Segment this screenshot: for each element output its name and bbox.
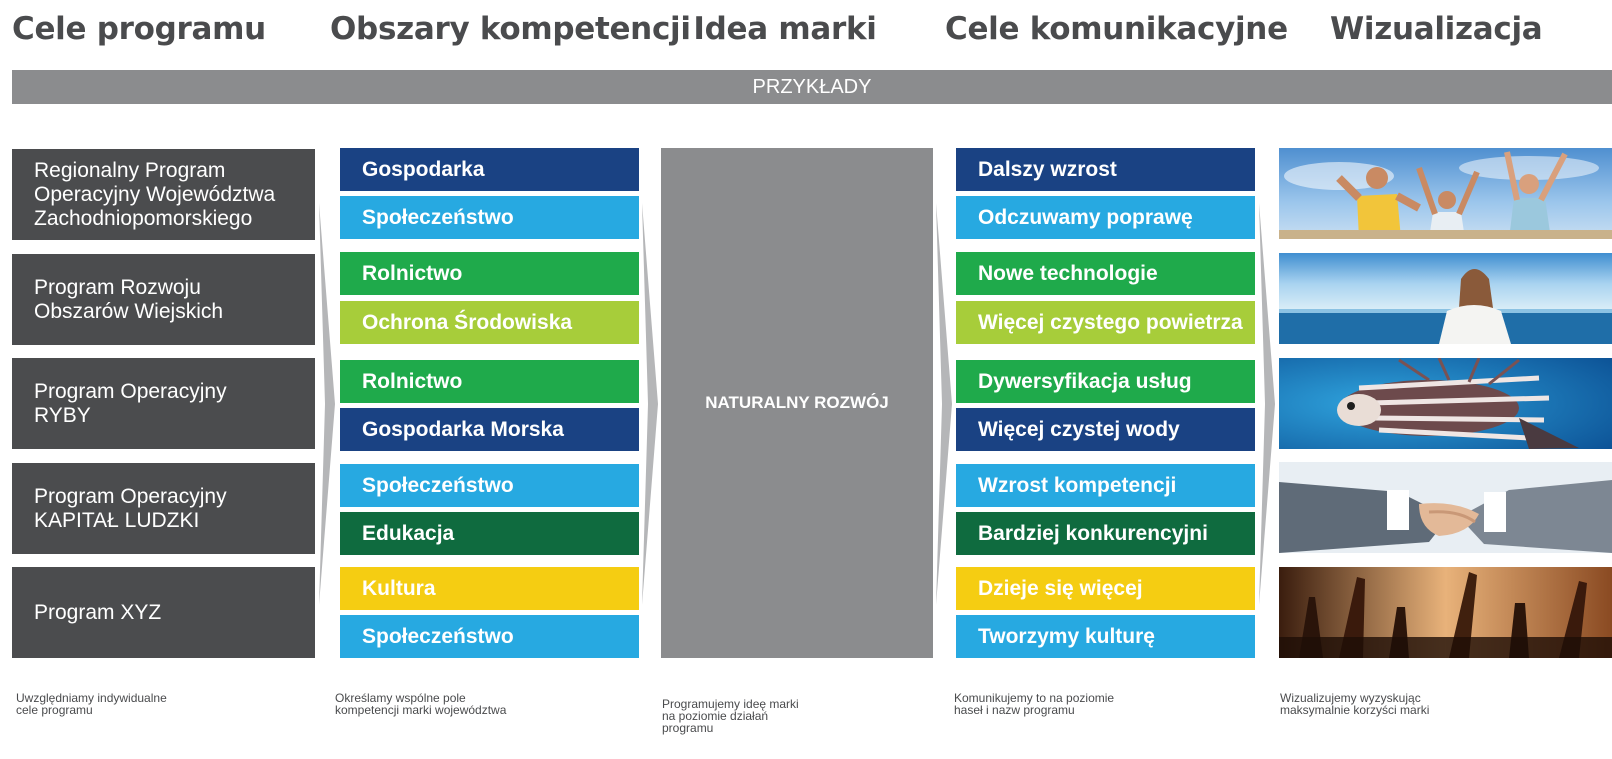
arrow-right-icon [642,203,658,605]
program-box: Program XYZ [12,567,315,658]
header-cele-programu: Cele programu [12,11,266,47]
program-text: Program Operacyjny [34,484,227,508]
concert-crowd-photo [1279,567,1612,658]
header-cele-komunikacyjne: Cele komunikacyjne [945,11,1288,47]
competency-bar: Ochrona Środowiska [340,301,639,344]
goal-bar: Dalszy wzrost [956,148,1255,191]
program-text: Program XYZ [34,600,162,624]
competency-bar: Gospodarka [340,148,639,191]
program-text: Regionalny Program [34,158,226,182]
program-text: KAPITAŁ LUDZKI [34,508,200,532]
competency-bar: Kultura [340,567,639,610]
goal-bar: Więcej czystego powietrza [956,301,1255,344]
program-box: Program Operacyjny RYBY [12,358,315,449]
program-text: Operacyjny Województwa [34,182,276,206]
goal-bar: Więcej czystej wody [956,408,1255,451]
competency-bar: Rolnictwo [340,252,639,295]
competency-bar: Społeczeństwo [340,464,639,507]
goal-bar: Dywersyfikacja usług [956,360,1255,403]
examples-band: PRZYKŁADY [12,70,1612,104]
program-text: Zachodniopomorskiego [34,206,253,230]
program-box: Regionalny Program Operacyjny Województw… [12,149,315,240]
handshake-photo [1279,462,1612,553]
people-jumping-photo [1279,148,1612,239]
goal-bar: Wzrost kompetencji [956,464,1255,507]
competency-bar: Gospodarka Morska [340,408,639,451]
brand-idea-box: NATURALNY ROZWÓJ [661,148,933,658]
woman-by-sea-photo [1279,253,1612,344]
program-text: Program Operacyjny [34,379,227,403]
program-box: Program Operacyjny KAPITAŁ LUDZKI [12,463,315,554]
goal-bar: Odczuwamy poprawę [956,196,1255,239]
goal-bar: Tworzymy kulturę [956,615,1255,658]
header-wizualizacja: Wizualizacja [1330,11,1543,47]
program-text: Obszarów Wiejskich [34,299,224,323]
lionfish-photo [1279,358,1612,449]
program-text: Program Rozwoju [34,275,201,299]
competency-bar: Edukacja [340,512,639,555]
competency-bar: Społeczeństwo [340,615,639,658]
caption: Wizualizujemy wyzyskując maksymalnie kor… [1280,691,1430,717]
caption: Komunikujemy to na poziomie haseł i nazw… [954,691,1115,717]
goal-bar: Bardziej konkurencyjni [956,512,1255,555]
competency-bar: Rolnictwo [340,360,639,403]
program-box: Program Rozwoju Obszarów Wiejskich [12,254,315,345]
arrow-right-icon [1259,203,1275,605]
arrow-right-icon [936,203,952,605]
competency-bar: Społeczeństwo [340,196,639,239]
brand-idea-label: NATURALNY ROZWÓJ [705,393,889,412]
program-text: RYBY [34,403,91,427]
goal-bar: Nowe technologie [956,252,1255,295]
goal-bar: Dzieje się więcej [956,567,1255,610]
header-obszary-kompetencji: Obszary kompetencji [330,11,691,47]
header-idea-marki: Idea marki [693,11,877,47]
caption: Programujemy ideę marki na poziomie dzia… [662,697,799,735]
caption: Określamy wspólne pole kompetencji marki… [335,691,507,717]
arrow-right-icon [319,203,335,605]
caption: Uwzględniamy indywidualne cele programu [16,691,167,717]
